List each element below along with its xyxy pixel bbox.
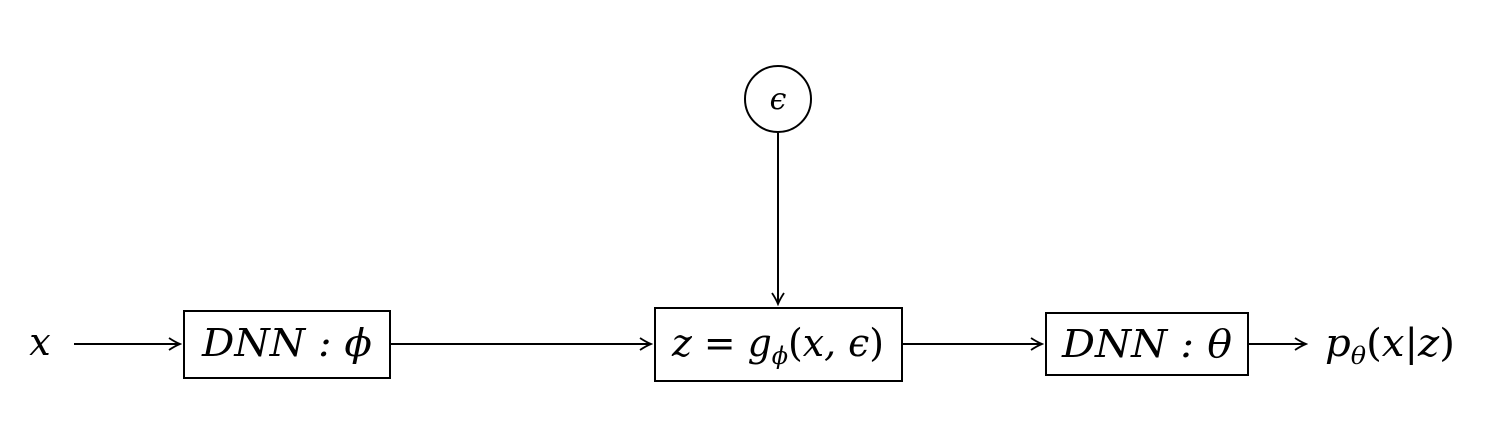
decoder-box: [1045, 312, 1249, 376]
encoder-node: DNN : ϕ: [183, 310, 391, 379]
noise-circle: [744, 65, 812, 133]
decoder-label: DNN : θ: [1061, 322, 1232, 366]
output-node-label: pθ(x|z): [1325, 321, 1455, 370]
reparam-label: z = gϕ(x, ϵ): [671, 321, 884, 370]
encoder-label: DNN : ϕ: [201, 321, 372, 365]
noise-node: ϵ: [744, 65, 812, 133]
reparam-box: [654, 307, 903, 382]
decoder-node: DNN : θ: [1045, 312, 1249, 376]
input-node-label: x: [29, 320, 50, 364]
noise-label: ϵ: [770, 82, 787, 117]
reparam-node: z = gϕ(x, ϵ): [654, 307, 903, 382]
encoder-box: [183, 310, 391, 379]
